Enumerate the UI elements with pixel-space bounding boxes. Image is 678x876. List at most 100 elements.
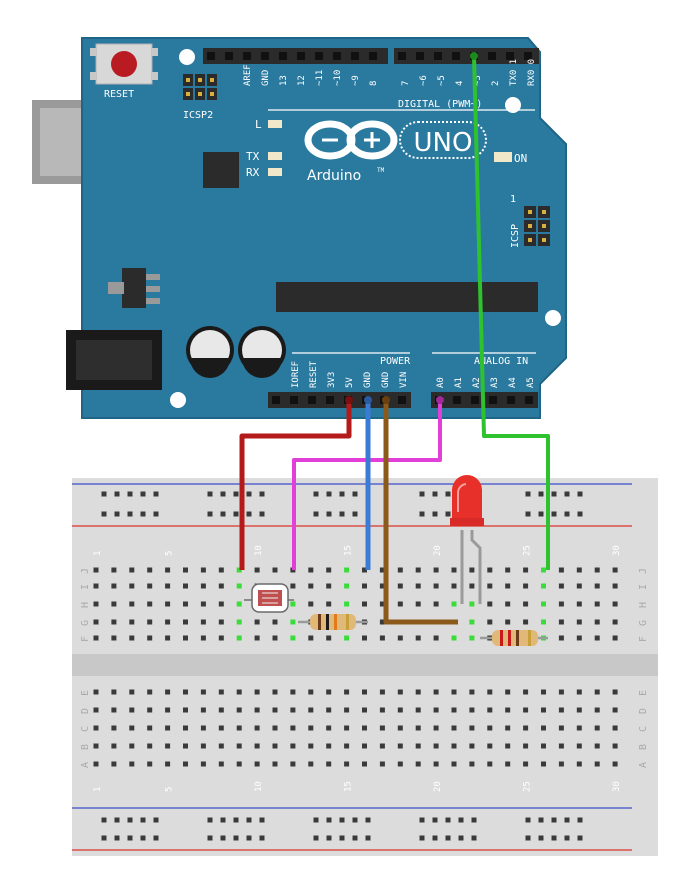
breadboard-hole <box>487 725 493 731</box>
rail-hole <box>525 491 531 497</box>
breadboard-hole <box>93 725 99 731</box>
rail-hole <box>352 835 358 841</box>
breadboard-hole <box>200 601 206 607</box>
rail-hole <box>577 511 583 517</box>
digital-pin-label: ~5 <box>437 75 447 86</box>
icsp-pin-tip <box>210 92 214 96</box>
analog-label: ANALOG IN <box>474 356 528 367</box>
digital-pin-label: 8 <box>369 81 379 86</box>
breadboard-hole <box>308 761 314 767</box>
breadboard-hole <box>362 707 367 713</box>
breadboard-hole <box>93 689 99 695</box>
wire-end <box>382 396 390 404</box>
breadboard-hole <box>326 689 332 695</box>
breadboard-hole <box>147 601 153 607</box>
digital-pin-label: ~3 <box>473 75 483 86</box>
breadboard-hole <box>523 583 529 589</box>
mounting-hole <box>170 392 186 408</box>
digital-pin-label: RX0 0 <box>527 59 537 86</box>
breadboard-hole <box>397 689 403 695</box>
breadboard-hole <box>165 635 171 641</box>
breadboard-hole <box>451 761 457 767</box>
breadboard-hole <box>218 567 224 573</box>
breadboard-hole <box>451 743 457 749</box>
breadboard-hole <box>326 761 332 767</box>
breadboard-hole <box>576 601 582 607</box>
rail-hole <box>365 835 371 841</box>
breadboard-hole <box>147 743 153 749</box>
breadboard-hole <box>165 601 171 607</box>
breadboard-hole <box>433 601 439 607</box>
rail-hole <box>259 511 265 517</box>
rail-hole <box>551 835 557 841</box>
rail-hole <box>101 835 107 841</box>
breadboard-hole <box>505 761 511 767</box>
breadboard-hole <box>183 725 188 731</box>
breadboard-hole <box>469 761 475 767</box>
analog-pin-label: A2 <box>472 377 482 388</box>
rail-hole <box>525 835 531 841</box>
column-number: 10 <box>254 781 264 792</box>
breadboard-hole <box>594 619 600 625</box>
digital-pin-label: 7 <box>401 81 411 86</box>
breadboard-hole <box>308 689 314 695</box>
breadboard-hole <box>362 689 367 695</box>
trademark-label: TM <box>377 167 385 174</box>
breadboard-hole <box>362 635 367 641</box>
rail-hole <box>458 835 464 841</box>
breadboard-hole <box>290 725 296 731</box>
regulator-pin <box>146 298 160 304</box>
icsp-pin-tip <box>198 78 202 82</box>
breadboard-hole <box>93 707 99 713</box>
breadboard-hole <box>541 743 546 749</box>
rail-hole <box>538 835 544 841</box>
rail-hole <box>127 835 133 841</box>
breadboard-hole <box>183 707 188 713</box>
analog-pin-label: A4 <box>508 377 518 388</box>
analog-pin-label: A0 <box>436 377 446 388</box>
breadboard-hole <box>326 567 332 573</box>
rail-hole <box>577 835 583 841</box>
breadboard-hole <box>612 725 618 731</box>
rail-hole <box>564 491 570 497</box>
breadboard-hole <box>272 619 278 625</box>
capacitor <box>238 326 286 378</box>
wire-end <box>436 396 444 404</box>
reset-button-cap[interactable] <box>111 51 137 77</box>
column-number: 10 <box>254 545 264 556</box>
icsp-pin-tip <box>186 92 190 96</box>
icsp-pin-tip <box>542 210 546 214</box>
breadboard-hole <box>576 567 582 573</box>
breadboard-hole <box>326 707 332 713</box>
breadboard-hole <box>183 567 188 573</box>
photoresistor <box>244 583 294 613</box>
rail-hole <box>471 835 477 841</box>
row-letter: E <box>80 690 91 696</box>
breadboard-hole <box>308 635 314 641</box>
column-number: 1 <box>93 551 103 556</box>
rail-hole <box>419 835 425 841</box>
rail-hole <box>538 491 544 497</box>
power-pin-label: 3V3 <box>327 372 337 388</box>
rail-hole <box>114 835 120 841</box>
breadboard-hole <box>379 761 385 767</box>
breadboard-hole <box>433 635 439 641</box>
breadboard-hole <box>200 689 206 695</box>
rail-hole <box>326 835 332 841</box>
breadboard-hole <box>594 635 600 641</box>
breadboard-hole <box>558 635 564 641</box>
header-pin-hole <box>453 396 461 404</box>
breadboard-hole <box>612 761 618 767</box>
row-letter: C <box>80 726 91 732</box>
analog-pin-label: A5 <box>526 377 536 388</box>
icsp-pin-tip <box>210 78 214 82</box>
breadboard-hole <box>379 601 385 607</box>
breadboard-hole <box>505 743 511 749</box>
breadboard-hole <box>111 567 117 573</box>
breadboard-hole <box>379 725 385 731</box>
rail-hole <box>207 835 213 841</box>
rail-hole <box>538 817 544 823</box>
breadboard-hole <box>308 707 314 713</box>
icsp-header <box>524 206 550 246</box>
on-label: ON <box>514 152 527 165</box>
